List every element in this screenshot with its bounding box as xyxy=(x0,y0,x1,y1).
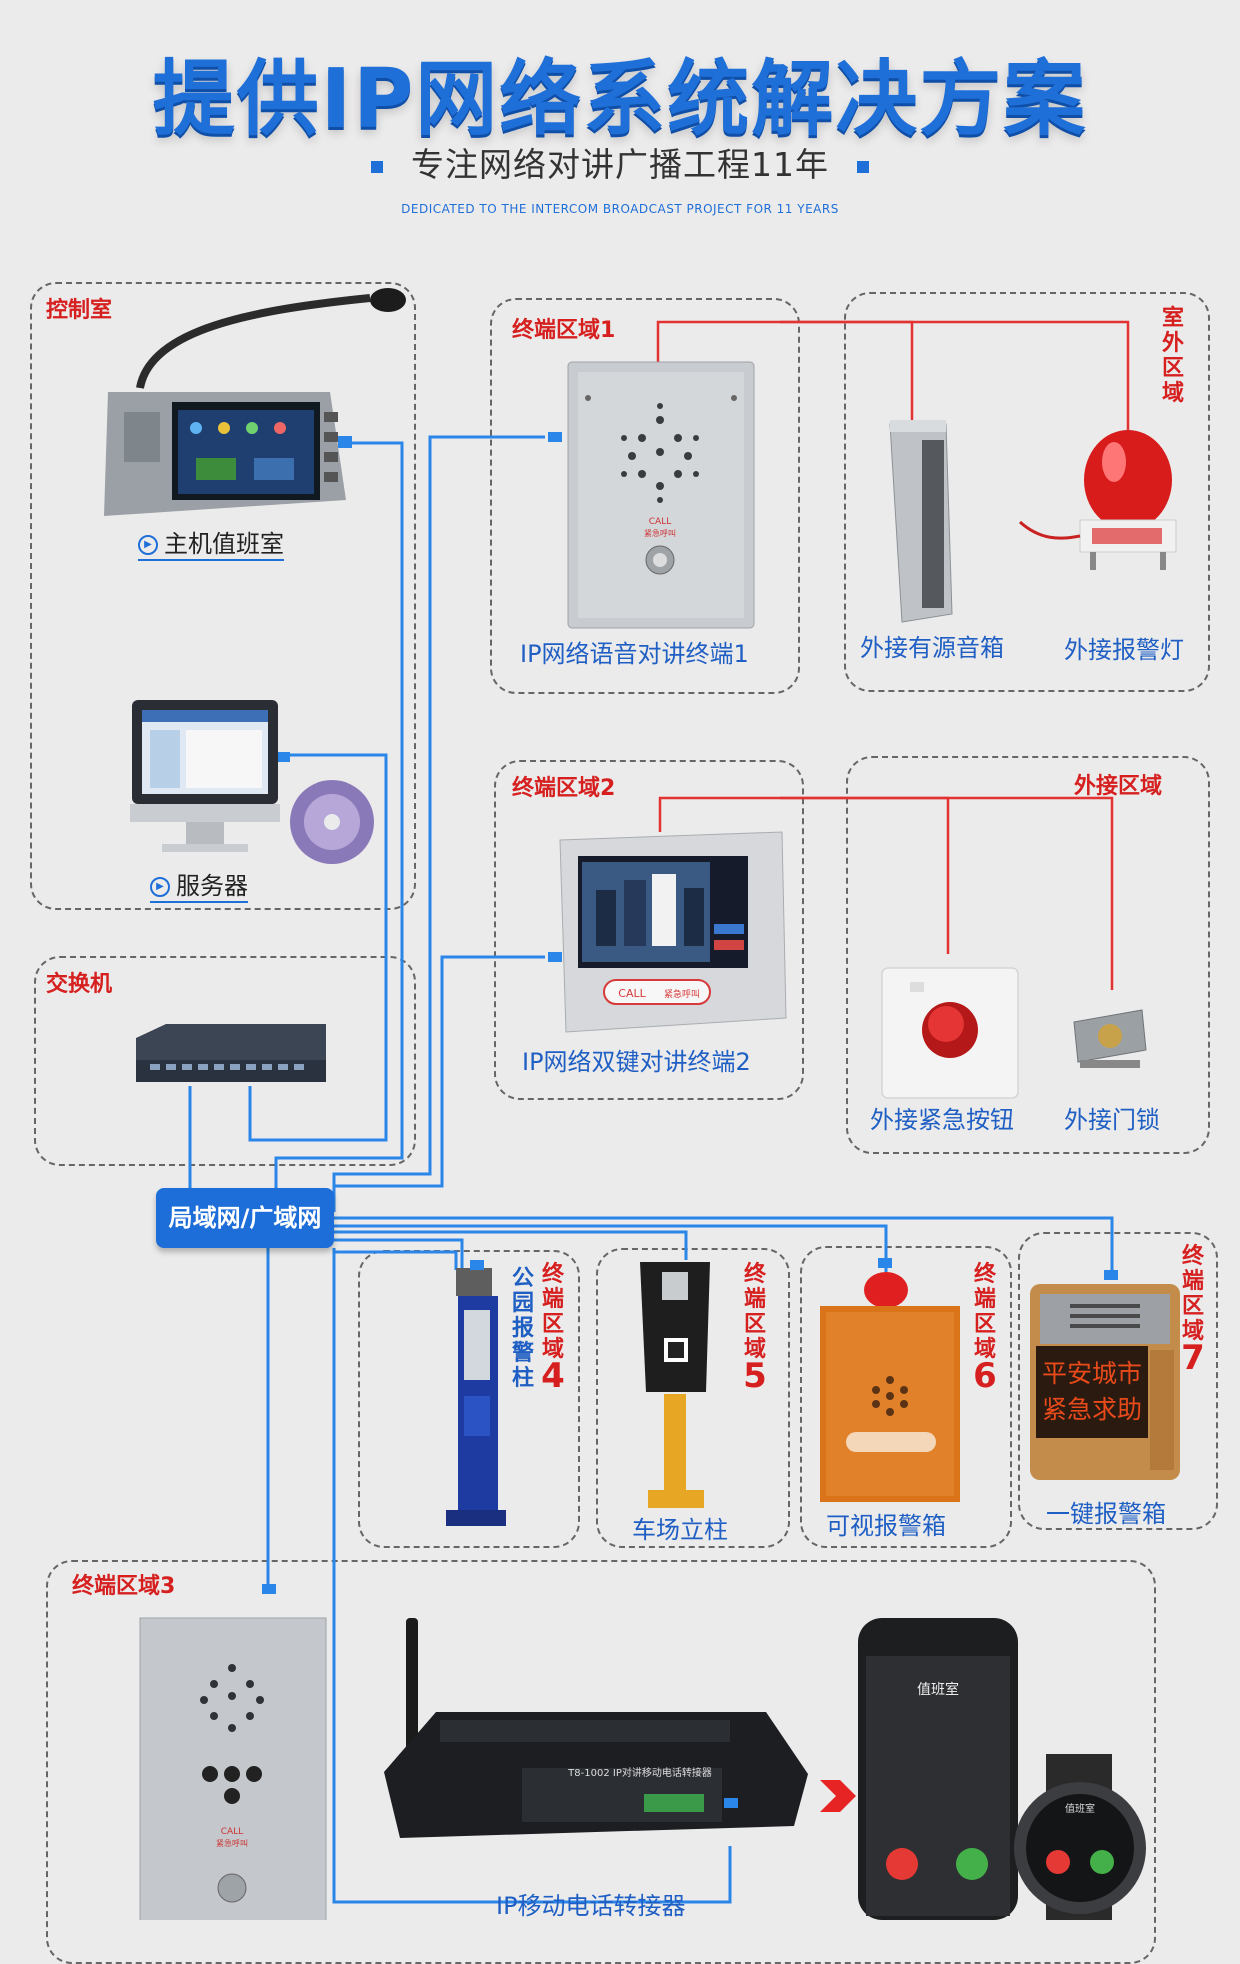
emergency-button xyxy=(881,967,1019,1099)
park-alarm-pillar xyxy=(446,1260,506,1526)
mobile-phone-forwarder: T8-1002 IP对讲移动电话转接器 xyxy=(384,1618,808,1838)
intercom-terminal-3: CALL 紧急呼叫 xyxy=(139,1584,327,1920)
accessory-lines xyxy=(656,320,1130,990)
region-zone5 xyxy=(596,1248,790,1548)
region-external xyxy=(846,756,1210,1154)
watch-title-text: 值班室 xyxy=(1065,1802,1095,1815)
label-zone6-text: 终端区域 xyxy=(973,1262,996,1362)
label-visual-alarm-box: 可视报警箱 xyxy=(826,1512,946,1540)
call-pill-text: CALL xyxy=(618,987,646,1000)
bullet-square-icon xyxy=(371,160,383,173)
region-zone6 xyxy=(800,1246,1012,1548)
arrow-right-icon xyxy=(820,1780,856,1812)
label-zone7-text: 终端区域 xyxy=(1181,1244,1204,1344)
diagram-canvas: CALL 紧急呼叫 CALL 紧急呼叫 xyxy=(104,288,1180,1920)
network-lines xyxy=(188,435,1114,1904)
label-control-room: 控制室 xyxy=(46,298,113,323)
label-mobile-forwarder: IP移动电话转接器 xyxy=(496,1892,686,1920)
safe-city-text: 平安城市 xyxy=(1042,1359,1142,1388)
door-lock xyxy=(1073,1009,1147,1068)
label-zone6-num: 6 xyxy=(973,1356,997,1396)
label-switch: 交换机 xyxy=(46,972,113,997)
call-pill-sub-text: 紧急呼叫 xyxy=(664,988,700,1000)
label-door-lock: 外接门锁 xyxy=(1064,1106,1160,1134)
visual-alarm-box xyxy=(820,1258,960,1502)
page-subtitle-en: DEDICATED TO THE INTERCOM BROADCAST PROJ… xyxy=(401,202,839,216)
play-circle-icon: ▶ xyxy=(138,535,158,555)
call-text-2: CALL xyxy=(221,1827,243,1837)
label-intercom1: IP网络语音对讲终端1 xyxy=(520,640,749,668)
column-speaker xyxy=(889,420,953,623)
emergency-help-text: 紧急求助 xyxy=(1042,1395,1142,1424)
label-intercom2: IP网络双键对讲终端2 xyxy=(522,1048,751,1076)
label-speaker: 外接有源音箱 xyxy=(860,634,1004,662)
region-control-room xyxy=(30,282,416,910)
label-server-text: 服务器 xyxy=(176,872,248,900)
label-zone4-num: 4 xyxy=(541,1356,565,1396)
emergency-call-text: 紧急呼叫 xyxy=(644,528,676,538)
label-server: ▶ 服务器 xyxy=(150,866,248,903)
label-zone5-text: 终端区域 xyxy=(743,1262,766,1362)
label-parking-post: 车场立柱 xyxy=(632,1516,728,1544)
label-zone3: 终端区域3 xyxy=(72,1574,176,1599)
smartphone: 值班室 xyxy=(858,1618,1018,1920)
phone-title-text: 值班室 xyxy=(917,1681,959,1698)
one-key-alarm-box: 平安城市 紧急求助 xyxy=(1030,1270,1180,1480)
label-park-pillar: 公园报警柱 xyxy=(511,1266,534,1391)
label-host-text: 主机值班室 xyxy=(164,530,284,558)
region-outdoor xyxy=(844,292,1210,692)
play-circle-icon: ▶ xyxy=(150,877,170,897)
lan-wan-node: 局域网/广域网 xyxy=(156,1188,334,1248)
label-zone2: 终端区域2 xyxy=(512,776,616,801)
label-zone7-num: 7 xyxy=(1181,1338,1205,1378)
label-alarm-light: 外接报警灯 xyxy=(1064,636,1184,664)
forwarder-model-text: T8-1002 IP对讲移动电话转接器 xyxy=(567,1766,712,1779)
subtitle-text: 专注网络对讲广播工程11年 xyxy=(411,145,829,184)
call-text: CALL xyxy=(649,517,671,527)
label-zone4-text: 终端区域 xyxy=(541,1262,564,1362)
label-emergency-button: 外接紧急按钮 xyxy=(870,1106,1014,1134)
intercom-terminal-1: CALL 紧急呼叫 xyxy=(548,361,755,629)
smartwatch: 值班室 xyxy=(1014,1754,1146,1920)
page-subtitle: 专注网络对讲广播工程11年 xyxy=(0,138,1240,186)
parking-post xyxy=(640,1262,710,1508)
label-external: 外接区域 xyxy=(1074,774,1163,799)
region-zone2 xyxy=(494,760,804,1100)
region-zone1 xyxy=(490,298,800,694)
label-outdoor: 室外区域 xyxy=(1161,306,1184,406)
video-intercom-terminal-2: CALL 紧急呼叫 xyxy=(548,831,787,1033)
region-switch xyxy=(34,956,416,1166)
page-title: 提供IP网络系统解决方案 xyxy=(152,52,1088,147)
server-computer xyxy=(130,700,374,864)
alarm-light xyxy=(1018,430,1177,570)
region-zone4 xyxy=(358,1250,580,1548)
network-switch xyxy=(136,1024,326,1082)
host-console xyxy=(104,288,406,516)
label-host: ▶ 主机值班室 xyxy=(138,524,284,561)
label-zone1: 终端区域1 xyxy=(512,318,616,343)
label-zone5-num: 5 xyxy=(743,1356,767,1396)
region-zone7 xyxy=(1018,1232,1218,1530)
bullet-square-icon xyxy=(857,160,869,173)
label-one-key-alarm-box: 一键报警箱 xyxy=(1046,1500,1166,1528)
emergency-call-text-2: 紧急呼叫 xyxy=(216,1838,248,1848)
